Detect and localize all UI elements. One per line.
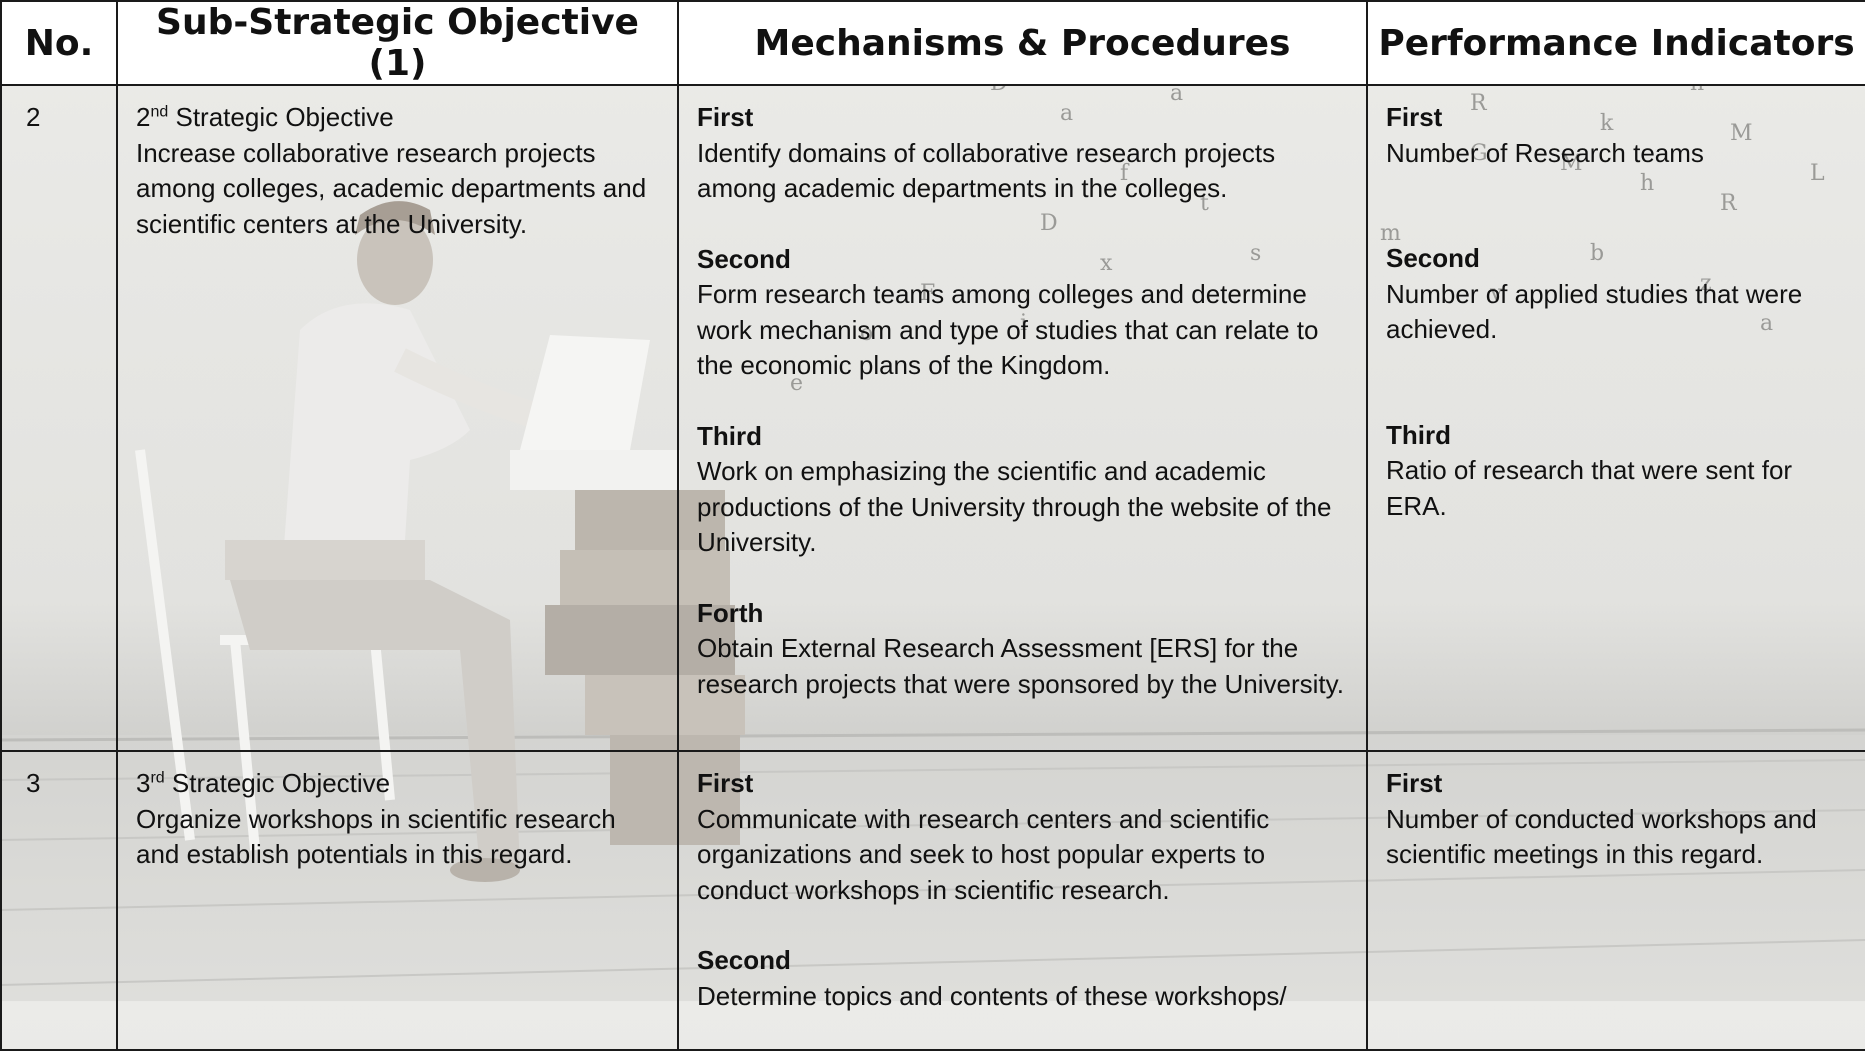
mechanisms-cell: First Identify domains of collaborative … bbox=[677, 84, 1368, 752]
mechanism-item: Second Form research teams among college… bbox=[697, 242, 1348, 384]
mechanism-label: First bbox=[697, 768, 754, 798]
table-row: 2 2nd Strategic Objective Increase colla… bbox=[0, 84, 1865, 752]
indicator-item: Second Number of applied studies that we… bbox=[1386, 241, 1847, 348]
mechanism-text: Communicate with research centers and sc… bbox=[697, 803, 1270, 905]
mechanism-label: Forth bbox=[697, 597, 764, 628]
indicator-item: First Number of conducted workshops and … bbox=[1386, 766, 1847, 873]
indicator-item: First Number of Research teams bbox=[1386, 100, 1847, 171]
mechanism-text: Obtain External Research Assessment [ERS… bbox=[697, 633, 1344, 699]
indicator-text: Ratio of research that were sent for ERA… bbox=[1386, 455, 1793, 521]
mechanism-label: First bbox=[697, 102, 754, 132]
row-number: 3 bbox=[0, 750, 118, 1051]
objective-text: Increase collaborative research projects… bbox=[136, 137, 647, 239]
indicator-label: First bbox=[1386, 768, 1443, 798]
header-no: No. bbox=[0, 0, 118, 86]
objective-title: 2nd Strategic Objective bbox=[136, 102, 394, 132]
indicator-label: Second bbox=[1386, 243, 1480, 273]
mechanism-label: Second bbox=[697, 945, 791, 975]
header-mechanisms-procedures: Mechanisms & Procedures bbox=[677, 0, 1368, 86]
table-row: 3 3rd Strategic Objective Organize works… bbox=[0, 750, 1865, 1051]
mechanism-label: Second bbox=[697, 243, 791, 274]
objective-title: 3rd Strategic Objective bbox=[136, 768, 391, 798]
indicator-text: Number of conducted workshops and scient… bbox=[1386, 803, 1817, 870]
indicators-cell: First Number of conducted workshops and … bbox=[1366, 750, 1865, 1051]
mechanism-text: Form research teams among colleges and d… bbox=[697, 279, 1319, 380]
objective-cell: 3rd Strategic Objective Organize worksho… bbox=[116, 750, 679, 1051]
indicator-text: Number of Research teams bbox=[1386, 137, 1704, 168]
mechanism-item: First Communicate with research centers … bbox=[697, 766, 1348, 908]
mechanism-item: First Identify domains of collaborative … bbox=[697, 100, 1348, 207]
mechanism-item: Second Determine topics and contents of … bbox=[697, 943, 1348, 1014]
indicator-label: First bbox=[1386, 102, 1443, 132]
header-row: No. Sub-Strategic Objective (1) Mechanis… bbox=[0, 0, 1865, 86]
indicator-label: Third bbox=[1386, 419, 1451, 450]
header-sub-strategic-objective: Sub-Strategic Objective (1) bbox=[116, 0, 679, 86]
mechanism-label: Third bbox=[697, 420, 762, 451]
objective-text: Organize workshops in scientific researc… bbox=[136, 803, 616, 870]
mechanism-text: Determine topics and contents of these w… bbox=[697, 980, 1287, 1011]
indicator-text: Number of applied studies that were achi… bbox=[1386, 278, 1803, 345]
mechanism-text: Identify domains of collaborative resear… bbox=[697, 137, 1276, 204]
mechanisms-cell: First Communicate with research centers … bbox=[677, 750, 1368, 1051]
mechanism-item: Forth Obtain External Research Assessmen… bbox=[697, 596, 1348, 703]
row-number: 2 bbox=[0, 84, 118, 752]
mechanism-item: Third Work on emphasizing the scientific… bbox=[697, 419, 1348, 561]
objective-cell: 2nd Strategic Objective Increase collabo… bbox=[116, 84, 679, 752]
header-performance-indicators: Performance Indicators bbox=[1366, 0, 1865, 86]
mechanism-text: Work on emphasizing the scientific and a… bbox=[697, 456, 1332, 557]
indicators-cell: First Number of Research teams Second Nu… bbox=[1366, 84, 1865, 752]
indicator-item: Third Ratio of research that were sent f… bbox=[1386, 418, 1847, 525]
